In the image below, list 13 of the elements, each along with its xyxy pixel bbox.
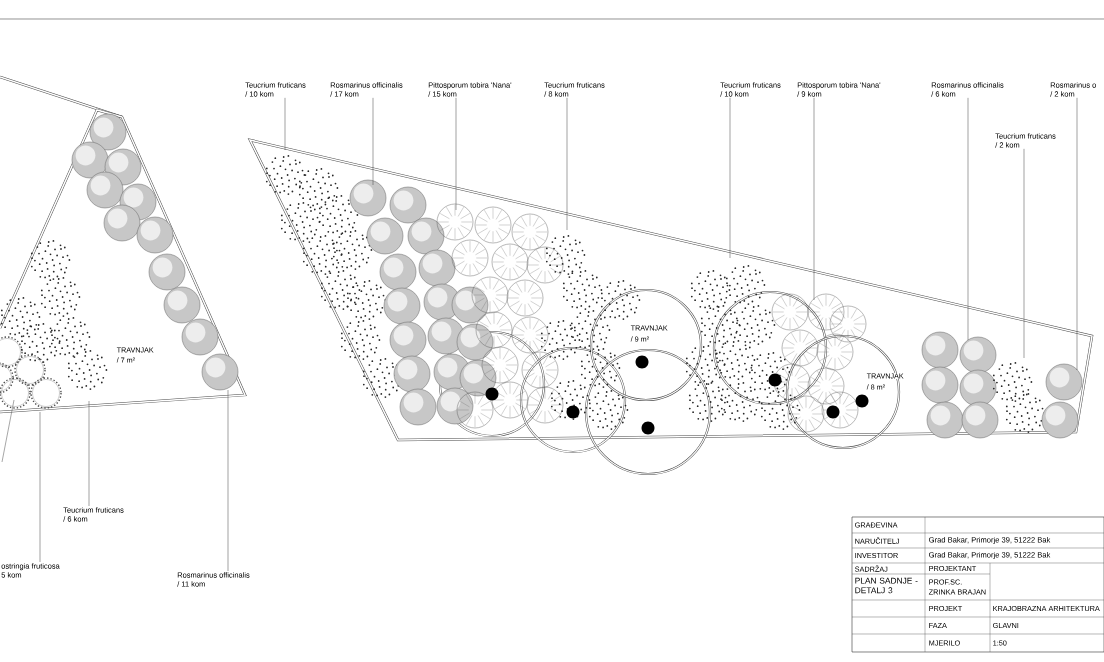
leader-line	[39, 411, 41, 563]
leader-line	[227, 389, 229, 572]
leader-line	[455, 97, 457, 211]
leader-line	[729, 97, 731, 259]
leader-line	[1023, 148, 1025, 359]
leader-line	[967, 97, 969, 341]
field-value: PLAN SADNJE - DETALJ 3	[855, 577, 918, 594]
leader-line	[88, 400, 90, 507]
leader-line	[372, 97, 374, 186]
leader-line	[1076, 97, 1078, 371]
leader-line	[813, 97, 815, 301]
leader-line	[284, 97, 286, 151]
leader-line	[566, 97, 568, 231]
